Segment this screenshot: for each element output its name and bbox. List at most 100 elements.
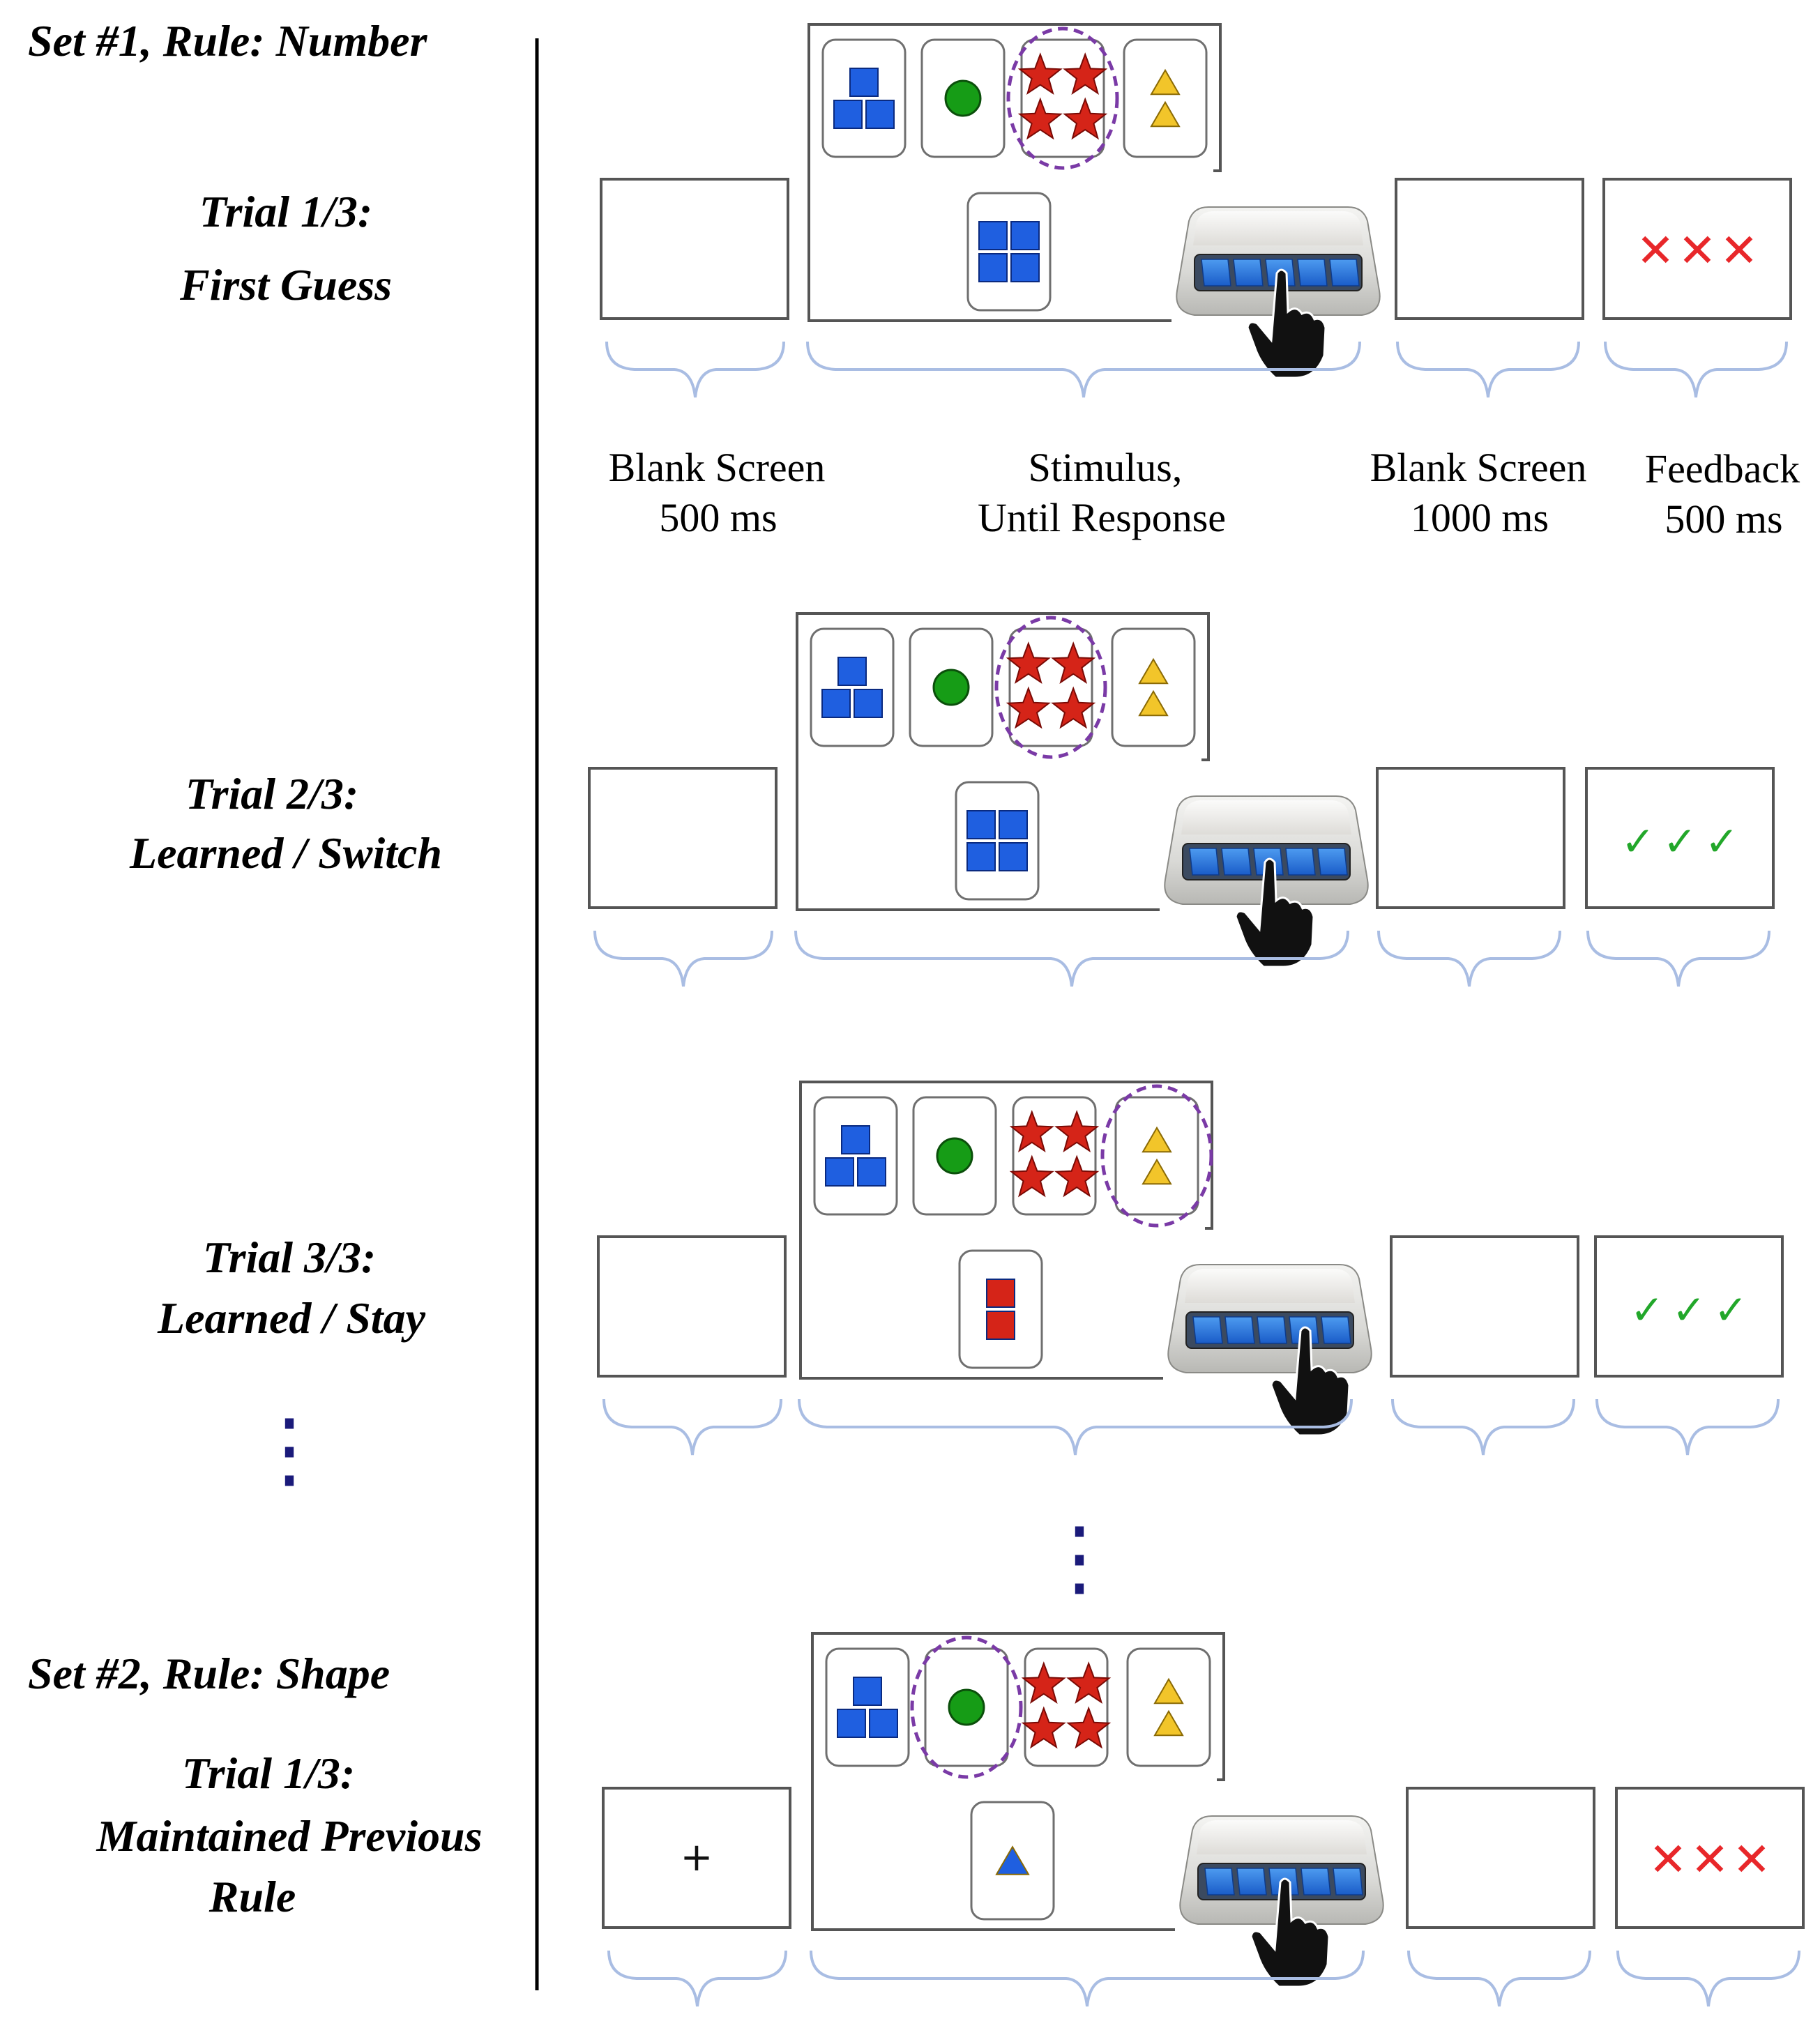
set-1-heading: Set #1, Rule: Number <box>28 16 428 66</box>
keyboard-key-5 <box>1317 848 1348 876</box>
keyboard-key-2 <box>1224 1316 1255 1344</box>
yellow-triangle-icon <box>1142 1126 1172 1153</box>
brace-blank-2 <box>1377 930 1561 987</box>
yellow-triangle-icon <box>1153 1709 1184 1737</box>
card-border <box>955 781 1040 901</box>
card-border <box>810 627 895 747</box>
yellow-triangle-icon <box>1150 100 1181 128</box>
red-star-icon <box>1017 52 1063 96</box>
reference-card-1 <box>813 1096 898 1216</box>
blue-square-icon <box>978 221 1008 250</box>
pointing-hand-icon <box>1246 268 1327 379</box>
blue-square-icon <box>825 1157 854 1187</box>
brace-blank-2 <box>1396 341 1580 398</box>
keyboard-key-1 <box>1192 1316 1223 1344</box>
blue-square-icon <box>966 810 996 839</box>
blue-square-icon <box>1010 221 1040 250</box>
keyboard-key-3 <box>1257 1316 1287 1344</box>
blue-square-icon <box>841 1125 870 1154</box>
target-card <box>966 192 1052 312</box>
yellow-triangle-icon <box>1138 657 1169 685</box>
feedback-screen <box>1615 1787 1805 1929</box>
red-star-icon <box>1017 97 1063 140</box>
set-1-trial-3-heading: Trial 3/3: <box>203 1233 376 1282</box>
blank-screen-2 <box>1390 1235 1579 1378</box>
red-star-icon <box>1051 641 1096 685</box>
keyboard-top <box>1185 1269 1355 1303</box>
set-1-trial-2-type: Learned / Switch <box>129 828 442 878</box>
card-border <box>1114 1096 1199 1216</box>
reference-card-4 <box>1123 38 1208 158</box>
stimulus-frame <box>799 1081 1213 1380</box>
trial-row-4: +✕✕✕ <box>602 1632 1805 2007</box>
reference-card-3 <box>1017 38 1108 158</box>
red-star-icon <box>1021 1661 1066 1704</box>
card-border <box>813 1096 898 1216</box>
keyboard-key-5 <box>1321 1316 1351 1344</box>
red-star-icon <box>1063 52 1108 96</box>
continuation-mark-left: ⋮ <box>248 1403 331 1496</box>
yellow-triangle-icon <box>1150 68 1181 96</box>
blue-triangle-icon <box>995 1845 1030 1875</box>
trial-row-1: ✕✕✕ <box>600 23 1792 398</box>
brace-feedback <box>1604 341 1788 398</box>
stimulus-frame <box>811 1632 1225 1931</box>
stimulus-frame <box>796 612 1210 911</box>
brace-feedback <box>1595 1398 1780 1456</box>
fixation-cross: + <box>681 1835 713 1880</box>
green-circle-icon <box>936 1137 973 1175</box>
card-border <box>1012 1096 1097 1216</box>
brace-blank-1 <box>602 1398 782 1456</box>
red-star-icon <box>1066 1661 1112 1704</box>
blank-screen-1 <box>600 178 789 320</box>
set-2-heading: Set #2, Rule: Shape <box>28 1649 390 1698</box>
caption-feedback-line-2: 500 ms <box>1664 496 1782 542</box>
feedback-symbol-1: ✓ <box>1621 818 1655 865</box>
keyboard-key-4 <box>1285 848 1316 876</box>
red-star-icon <box>1054 1154 1100 1198</box>
trial-row-2: ✓✓✓ <box>588 612 1775 987</box>
blue-square-icon <box>999 842 1028 871</box>
brace-feedback <box>1586 930 1770 987</box>
timeline-captions: Blank Screen 500 ms Stimulus, Until Resp… <box>609 445 1800 542</box>
brace-blank-2 <box>1391 1398 1575 1456</box>
caption-stimulus-line-1: Stimulus, <box>1029 445 1183 490</box>
pointing-hand-icon <box>1234 857 1315 968</box>
blank-screen-2 <box>1406 1787 1595 1929</box>
red-star-icon <box>1009 1110 1054 1153</box>
set-2-trial-1-heading: Trial 1/3: <box>182 1748 355 1798</box>
red-star-icon <box>1054 1110 1100 1153</box>
red-star-icon <box>1063 97 1108 140</box>
blue-square-icon <box>999 810 1028 839</box>
blank-screen-1 <box>597 1235 787 1378</box>
pointing-hand-icon <box>1250 1877 1330 1988</box>
feedback-screen <box>1602 178 1792 320</box>
set-2-trial-1-type-line-1: Maintained Previous <box>96 1811 483 1861</box>
card-border <box>958 1249 1043 1369</box>
response-keypad <box>1176 206 1381 379</box>
blue-square-icon <box>966 842 996 871</box>
keyboard-key-2 <box>1221 848 1252 876</box>
set-1-trial-2-heading: Trial 2/3: <box>185 769 358 818</box>
set-1-trial-1-type: First Guess <box>179 260 392 310</box>
blue-square-icon <box>853 1677 882 1706</box>
keyboard-key-4 <box>1297 259 1328 287</box>
brace-stimulus <box>794 930 1349 987</box>
keyboard-key-4 <box>1300 1868 1331 1896</box>
card-border <box>1020 38 1105 158</box>
brace-blank-1 <box>593 930 773 987</box>
reference-card-4 <box>1111 627 1196 747</box>
reference-card-3 <box>1009 1096 1100 1216</box>
feedback-symbol-1: ✕ <box>1648 1833 1687 1886</box>
card-border <box>825 1647 910 1767</box>
set-1-trial-3-type: Learned / Stay <box>157 1293 426 1343</box>
blue-square-icon <box>833 100 863 129</box>
caption-feedback-line-1: Feedback <box>1645 446 1800 491</box>
card-border <box>966 192 1052 312</box>
card-border <box>1126 1647 1211 1767</box>
feedback-symbol-3: ✓ <box>1714 1286 1748 1334</box>
blue-square-icon <box>857 1157 886 1187</box>
red-star-icon <box>1006 686 1051 729</box>
brace-blank-1 <box>607 1950 787 2007</box>
brace-stimulus <box>806 341 1361 398</box>
